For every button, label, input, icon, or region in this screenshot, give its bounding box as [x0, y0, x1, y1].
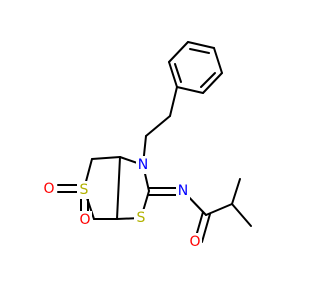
- atom-s-sulfone: S: [77, 181, 91, 199]
- bond: [189, 48, 210, 54]
- bond: [176, 86, 204, 94]
- molecule-diagram: O S O N S N O: [42, 41, 252, 251]
- bond: [200, 72, 216, 88]
- bond: [169, 86, 178, 117]
- atom-label: O: [79, 212, 90, 228]
- atom-o-sulfone-left: O: [42, 180, 56, 198]
- bond: [116, 156, 121, 220]
- phenyl-ring: [168, 41, 223, 94]
- structure-svg: O S O N S N O: [42, 41, 252, 251]
- atom-o-sulfone-bottom: O: [78, 211, 92, 229]
- bond: [201, 213, 211, 243]
- bond: [91, 156, 121, 160]
- atom-label: N: [178, 183, 188, 199]
- atom-label: S: [80, 182, 89, 198]
- bond: [213, 47, 223, 74]
- bond: [205, 203, 233, 216]
- atom-s-thiazolidine: S: [134, 209, 148, 227]
- bond: [145, 115, 171, 137]
- atom-label: O: [189, 234, 200, 250]
- bond: [231, 178, 241, 205]
- bond: [187, 41, 215, 49]
- atom-label: S: [137, 210, 146, 226]
- atom-label: N: [138, 157, 148, 173]
- atom-o-carbonyl: O: [188, 233, 202, 251]
- bond: [168, 41, 189, 63]
- atom-n-ring: N: [136, 156, 150, 174]
- bond: [168, 61, 178, 88]
- bond: [231, 203, 252, 227]
- bond: [202, 72, 223, 94]
- atom-n-imine: N: [176, 182, 190, 200]
- atom-label: O: [43, 181, 54, 197]
- bond: [174, 63, 182, 83]
